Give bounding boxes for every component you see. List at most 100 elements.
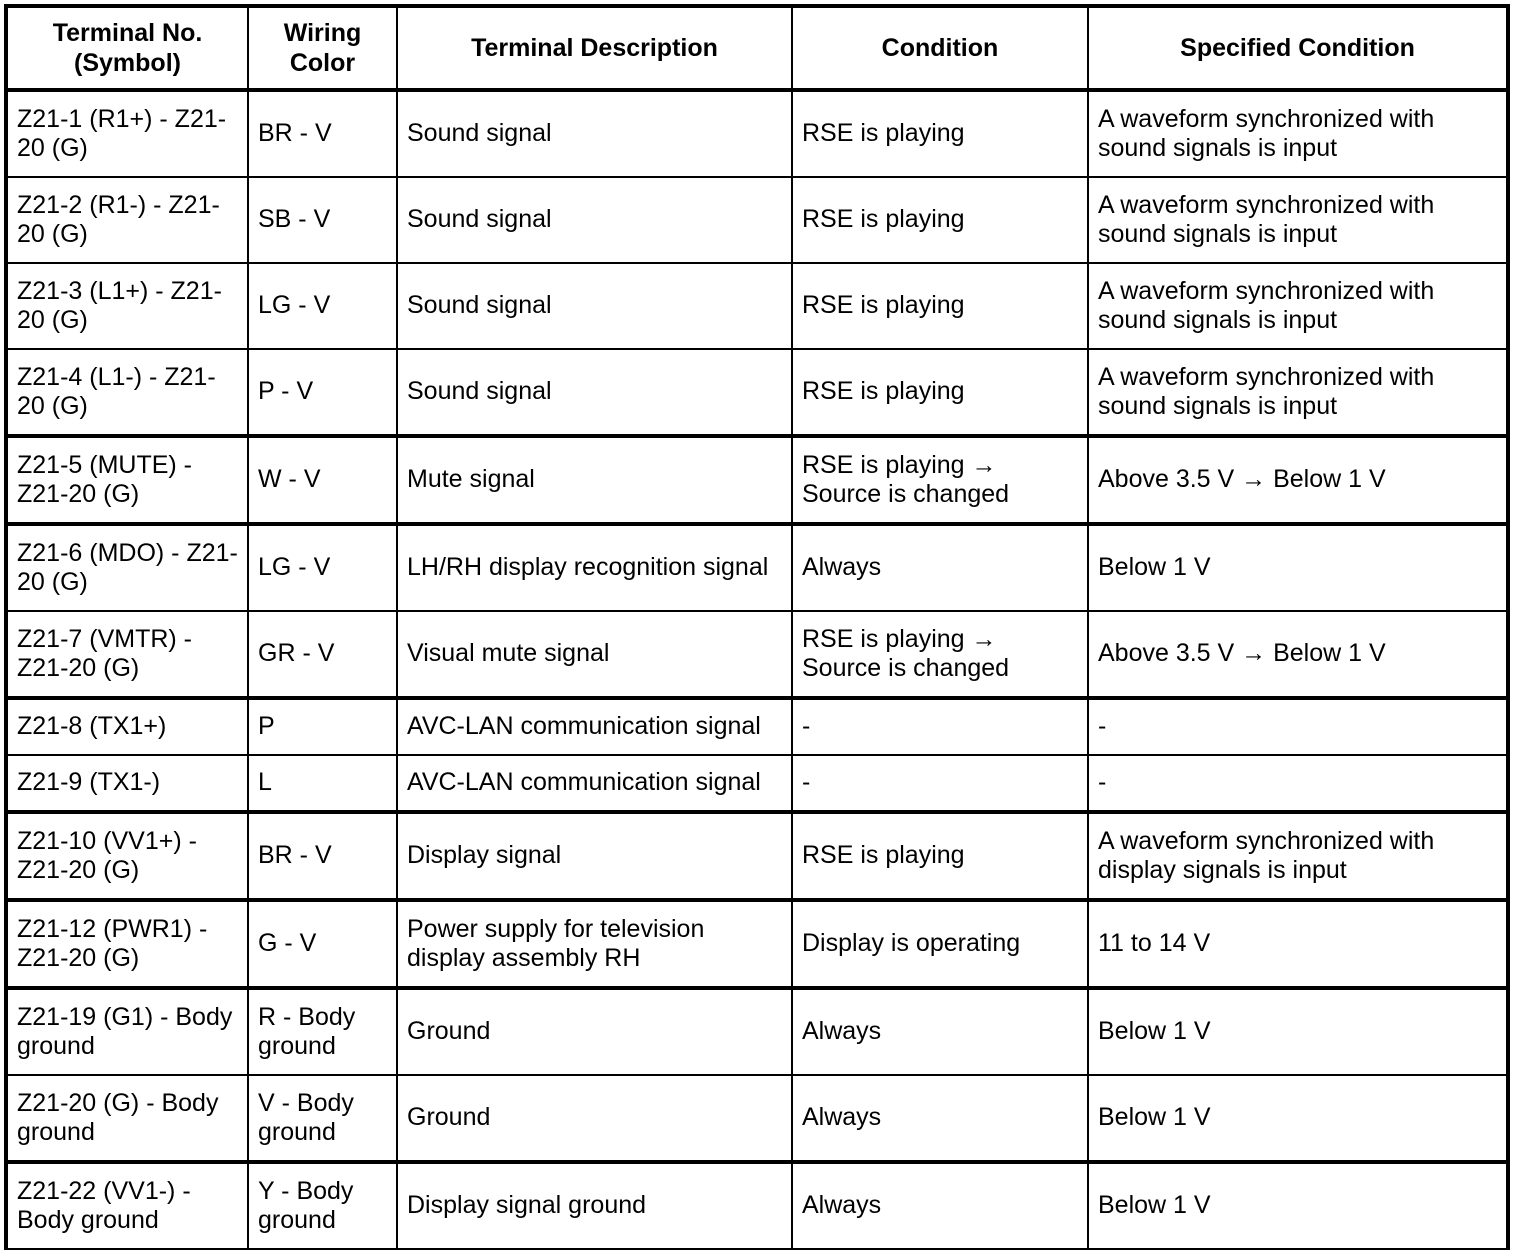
- cell-condition: -: [791, 754, 1089, 814]
- cell-terminal-no: Z21-6 (MDO) - Z21-20 (G): [6, 523, 249, 612]
- cell-terminal-no: Z21-5 (MUTE) - Z21-20 (G): [6, 435, 249, 526]
- cell-specified-condition: A waveform synchronized with sound signa…: [1087, 262, 1508, 350]
- table-row: Z21-4 (L1-) - Z21-20 (G) P - V Sound sig…: [6, 348, 1508, 438]
- cell-wiring-color: LG - V: [247, 523, 398, 612]
- header-line-1: Terminal Description: [471, 34, 718, 62]
- table-row: Z21-20 (G) - Body ground V - Body ground…: [6, 1074, 1508, 1164]
- cell-terminal-no: Z21-10 (VV1+) - Z21-20 (G): [6, 811, 249, 902]
- table-row: Z21-8 (TX1+) P AVC-LAN communication sig…: [6, 697, 1508, 756]
- cell-terminal-description: Ground: [396, 1074, 793, 1164]
- cell-terminal-description: Sound signal: [396, 176, 793, 264]
- cell-wiring-color: BR - V: [247, 811, 398, 902]
- column-header-specified-condition: Specified Condition: [1087, 6, 1508, 92]
- table-header: Terminal No. (Symbol) Wiring Color Termi…: [6, 6, 1508, 92]
- cell-wiring-color: GR - V: [247, 610, 398, 700]
- cell-terminal-no: Z21-12 (PWR1) - Z21-20 (G): [6, 899, 249, 990]
- cell-condition: -: [791, 697, 1089, 756]
- cell-specified-condition: Below 1 V: [1087, 1074, 1508, 1164]
- cell-terminal-description: Display signal: [396, 811, 793, 902]
- cell-specified-condition: A waveform synchronized with display sig…: [1087, 811, 1508, 902]
- header-line-2: (Symbol): [74, 49, 181, 77]
- column-header-condition: Condition: [791, 6, 1089, 92]
- table-row: Z21-22 (VV1-) - Body ground Y - Body gro…: [6, 1161, 1508, 1250]
- cell-condition: RSE is playing: [791, 176, 1089, 264]
- cell-terminal-description: Visual mute signal: [396, 610, 793, 700]
- document-page: Terminal No. (Symbol) Wiring Color Termi…: [4, 4, 1510, 1250]
- cell-specified-condition: A waveform synchronized with sound signa…: [1087, 176, 1508, 264]
- cell-condition: Always: [791, 523, 1089, 612]
- cell-terminal-description: AVC-LAN communication signal: [396, 754, 793, 814]
- cell-specified-condition: 11 to 14 V: [1087, 899, 1508, 990]
- header-row: Terminal No. (Symbol) Wiring Color Termi…: [6, 6, 1508, 92]
- cell-terminal-description: Sound signal: [396, 89, 793, 178]
- cell-terminal-no: Z21-7 (VMTR) - Z21-20 (G): [6, 610, 249, 700]
- table-row: Z21-19 (G1) - Body ground R - Body groun…: [6, 987, 1508, 1076]
- cell-wiring-color: P: [247, 697, 398, 756]
- cell-condition: RSE is playing: [791, 262, 1089, 350]
- table-row: Z21-10 (VV1+) - Z21-20 (G) BR - V Displa…: [6, 811, 1508, 902]
- cell-terminal-no: Z21-1 (R1+) - Z21-20 (G): [6, 89, 249, 178]
- cell-specified-condition: Above 3.5 V → Below 1 V: [1087, 435, 1508, 526]
- cell-specified-condition: -: [1087, 697, 1508, 756]
- cell-wiring-color: LG - V: [247, 262, 398, 350]
- cell-terminal-no: Z21-20 (G) - Body ground: [6, 1074, 249, 1164]
- cell-wiring-color: W - V: [247, 435, 398, 526]
- cell-wiring-color: G - V: [247, 899, 398, 990]
- cell-wiring-color: V - Body ground: [247, 1074, 398, 1164]
- cell-terminal-no: Z21-8 (TX1+): [6, 697, 249, 756]
- cell-wiring-color: BR - V: [247, 89, 398, 178]
- cell-wiring-color: SB - V: [247, 176, 398, 264]
- table-body: Z21-1 (R1+) - Z21-20 (G) BR - V Sound si…: [6, 89, 1508, 1250]
- cell-terminal-description: Mute signal: [396, 435, 793, 526]
- cell-specified-condition: Above 3.5 V → Below 1 V: [1087, 610, 1508, 700]
- table-row: Z21-5 (MUTE) - Z21-20 (G) W - V Mute sig…: [6, 435, 1508, 526]
- cell-condition: Always: [791, 1161, 1089, 1250]
- header-line-1: Condition: [881, 34, 999, 62]
- cell-condition: Display is operating: [791, 899, 1089, 990]
- cell-terminal-description: LH/RH display recognition signal: [396, 523, 793, 612]
- cell-terminal-no: Z21-22 (VV1-) - Body ground: [6, 1161, 249, 1250]
- cell-wiring-color: Y - Body ground: [247, 1161, 398, 1250]
- cell-terminal-description: Display signal ground: [396, 1161, 793, 1250]
- table-row: Z21-12 (PWR1) - Z21-20 (G) G - V Power s…: [6, 899, 1508, 990]
- cell-condition: Always: [791, 1074, 1089, 1164]
- cell-condition: RSE is playing → Source is changed: [791, 610, 1089, 700]
- cell-condition: RSE is playing → Source is changed: [791, 435, 1089, 526]
- cell-terminal-description: Ground: [396, 987, 793, 1076]
- table-row: Z21-9 (TX1-) L AVC-LAN communication sig…: [6, 754, 1508, 814]
- cell-condition: RSE is playing: [791, 89, 1089, 178]
- cell-specified-condition: A waveform synchronized with sound signa…: [1087, 89, 1508, 178]
- table-row: Z21-6 (MDO) - Z21-20 (G) LG - V LH/RH di…: [6, 523, 1508, 612]
- cell-terminal-no: Z21-4 (L1-) - Z21-20 (G): [6, 348, 249, 438]
- cell-condition: Always: [791, 987, 1089, 1076]
- cell-specified-condition: Below 1 V: [1087, 523, 1508, 612]
- header-line-1: Terminal No.: [52, 19, 203, 47]
- cell-condition: RSE is playing: [791, 811, 1089, 902]
- cell-wiring-color: P - V: [247, 348, 398, 438]
- table-row: Z21-3 (L1+) - Z21-20 (G) LG - V Sound si…: [6, 262, 1508, 350]
- header-line-1: Specified Condition: [1180, 34, 1415, 62]
- cell-terminal-no: Z21-9 (TX1-): [6, 754, 249, 814]
- cell-specified-condition: -: [1087, 754, 1508, 814]
- table-row: Z21-1 (R1+) - Z21-20 (G) BR - V Sound si…: [6, 89, 1508, 178]
- cell-terminal-no: Z21-2 (R1-) - Z21-20 (G): [6, 176, 249, 264]
- cell-terminal-no: Z21-19 (G1) - Body ground: [6, 987, 249, 1076]
- cell-terminal-description: Sound signal: [396, 348, 793, 438]
- cell-terminal-description: Power supply for television display asse…: [396, 899, 793, 990]
- cell-wiring-color: L: [247, 754, 398, 814]
- header-line-2: Color: [289, 49, 356, 77]
- cell-terminal-description: AVC-LAN communication signal: [396, 697, 793, 756]
- header-line-1: Wiring: [283, 19, 362, 47]
- table-row: Z21-2 (R1-) - Z21-20 (G) SB - V Sound si…: [6, 176, 1508, 264]
- terminal-specification-table: Terminal No. (Symbol) Wiring Color Termi…: [4, 4, 1510, 1250]
- table-row: Z21-7 (VMTR) - Z21-20 (G) GR - V Visual …: [6, 610, 1508, 700]
- cell-terminal-no: Z21-3 (L1+) - Z21-20 (G): [6, 262, 249, 350]
- column-header-terminal-no: Terminal No. (Symbol): [6, 6, 249, 92]
- cell-terminal-description: Sound signal: [396, 262, 793, 350]
- cell-specified-condition: Below 1 V: [1087, 987, 1508, 1076]
- column-header-wiring-color: Wiring Color: [247, 6, 398, 92]
- cell-specified-condition: A waveform synchronized with sound signa…: [1087, 348, 1508, 438]
- cell-specified-condition: Below 1 V: [1087, 1161, 1508, 1250]
- cell-condition: RSE is playing: [791, 348, 1089, 438]
- column-header-terminal-description: Terminal Description: [396, 6, 793, 92]
